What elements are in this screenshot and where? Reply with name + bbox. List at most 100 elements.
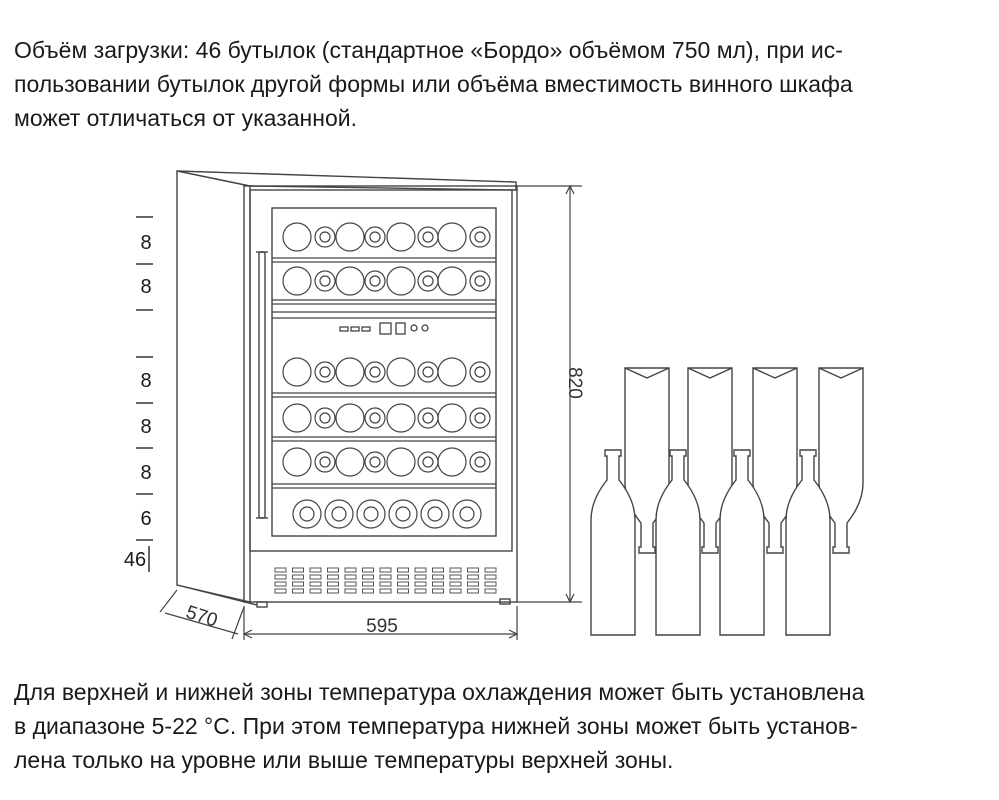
bottle-end [417,407,439,429]
intro-line-3: может отличаться от указанной. [14,105,357,131]
shelf-count-3: 8 [140,370,151,392]
bottle-neck [299,506,315,522]
vent-slot [362,567,374,573]
bottle-end [469,451,491,473]
vent-slot [449,581,462,587]
shelf-count-2: 8 [140,276,151,298]
bottle-stacking-illustration [590,367,864,636]
width-label: 595 [366,616,398,637]
vent-slot [449,588,462,594]
bottle-neck [474,231,486,243]
dimension-lines [159,184,582,640]
bottle-neck [319,231,331,243]
bottle-rows [282,222,491,529]
bottle-end [437,357,467,387]
vent-slot [274,581,287,587]
vent-slot [362,581,374,587]
control-panel [339,322,429,335]
vent-slot [467,574,479,580]
temperature-description: Для верхней и нижней зоны температура ох… [14,675,989,777]
vent-slot [379,574,392,580]
upright-bottles [590,449,831,636]
bottle-end [335,447,365,477]
bottle-end [292,499,322,529]
bottle-neck [369,275,381,287]
bottle-neck [369,366,381,378]
vent-slot [274,574,287,580]
capacity-description: Объём загрузки: 46 бутылок (стандартное … [14,33,989,135]
bottle-end [469,407,491,429]
vent-slot [397,574,409,580]
shelves [272,257,496,489]
bottle-end [282,266,312,296]
bottle-end [335,222,365,252]
footer-line-3: лена только на уровне или выше температу… [14,747,674,773]
vent-slot [414,574,427,580]
depth-label: 570 [183,602,220,632]
vent-slot [344,581,357,587]
bottle-end [314,451,336,473]
bottle-end [314,270,336,292]
bottle-end [417,270,439,292]
bottle-neck [459,506,475,522]
bottle-neck [422,456,434,468]
vent-slot [484,588,497,594]
bottle-neck [319,412,331,424]
bottle-end [417,226,439,248]
vent-slot [484,574,497,580]
bottle-neck [474,366,486,378]
wine-cabinet-diagram: 8 8 8 8 8 6 46 [124,170,864,640]
vent-slot [309,588,322,594]
vent-slot [362,574,374,580]
vent-slot [379,588,392,594]
vent-slot [449,567,462,573]
vent-slot [327,574,339,580]
bottle-base [818,367,864,379]
vent-slot [292,567,304,573]
vent-slot [327,581,339,587]
vent-slot [397,581,409,587]
bottle-neck [319,275,331,287]
bottle-base [752,367,798,379]
bottle-end [364,226,386,248]
bottle-neck [369,412,381,424]
bottle-end [420,499,450,529]
vent-slot [467,581,479,587]
vent-slot [309,581,322,587]
bottle-end [469,226,491,248]
bottle-neck [422,275,434,287]
vent-slot [449,574,462,580]
bottle-end [452,499,482,529]
height-label: 820 [564,367,585,399]
bottle-end [314,407,336,429]
bottle-end [364,361,386,383]
bottle-end [386,222,416,252]
vent-slot [379,567,392,573]
bottle-end [364,451,386,473]
bottle-end [437,447,467,477]
footer-line-1: Для верхней и нижней зоны температура ох… [14,679,865,705]
bottle-end [356,499,386,529]
bottle-end [386,403,416,433]
bottle-end [469,270,491,292]
vent-slot [414,567,427,573]
bottle-neck [474,412,486,424]
shelf-count-1: 8 [140,232,151,254]
bottle-end [324,499,354,529]
bottle-end [437,222,467,252]
shelf-count-6: 6 [140,508,151,530]
vent-slot [344,574,357,580]
vent-slot [414,588,427,594]
vent-slot [327,567,339,573]
footer-line-2: в диапазоне 5-22 °С. При этом температур… [14,713,858,739]
bottle-neck [422,231,434,243]
shelf-count-column [136,216,153,572]
shelf-count-5: 8 [140,462,151,484]
vent-slot [344,588,357,594]
bottle-neck [369,231,381,243]
vent-slot [274,588,287,594]
vent-slot [484,581,497,587]
vent-slot [292,574,304,580]
bottle-neck [395,506,411,522]
vent-grille [274,567,497,594]
